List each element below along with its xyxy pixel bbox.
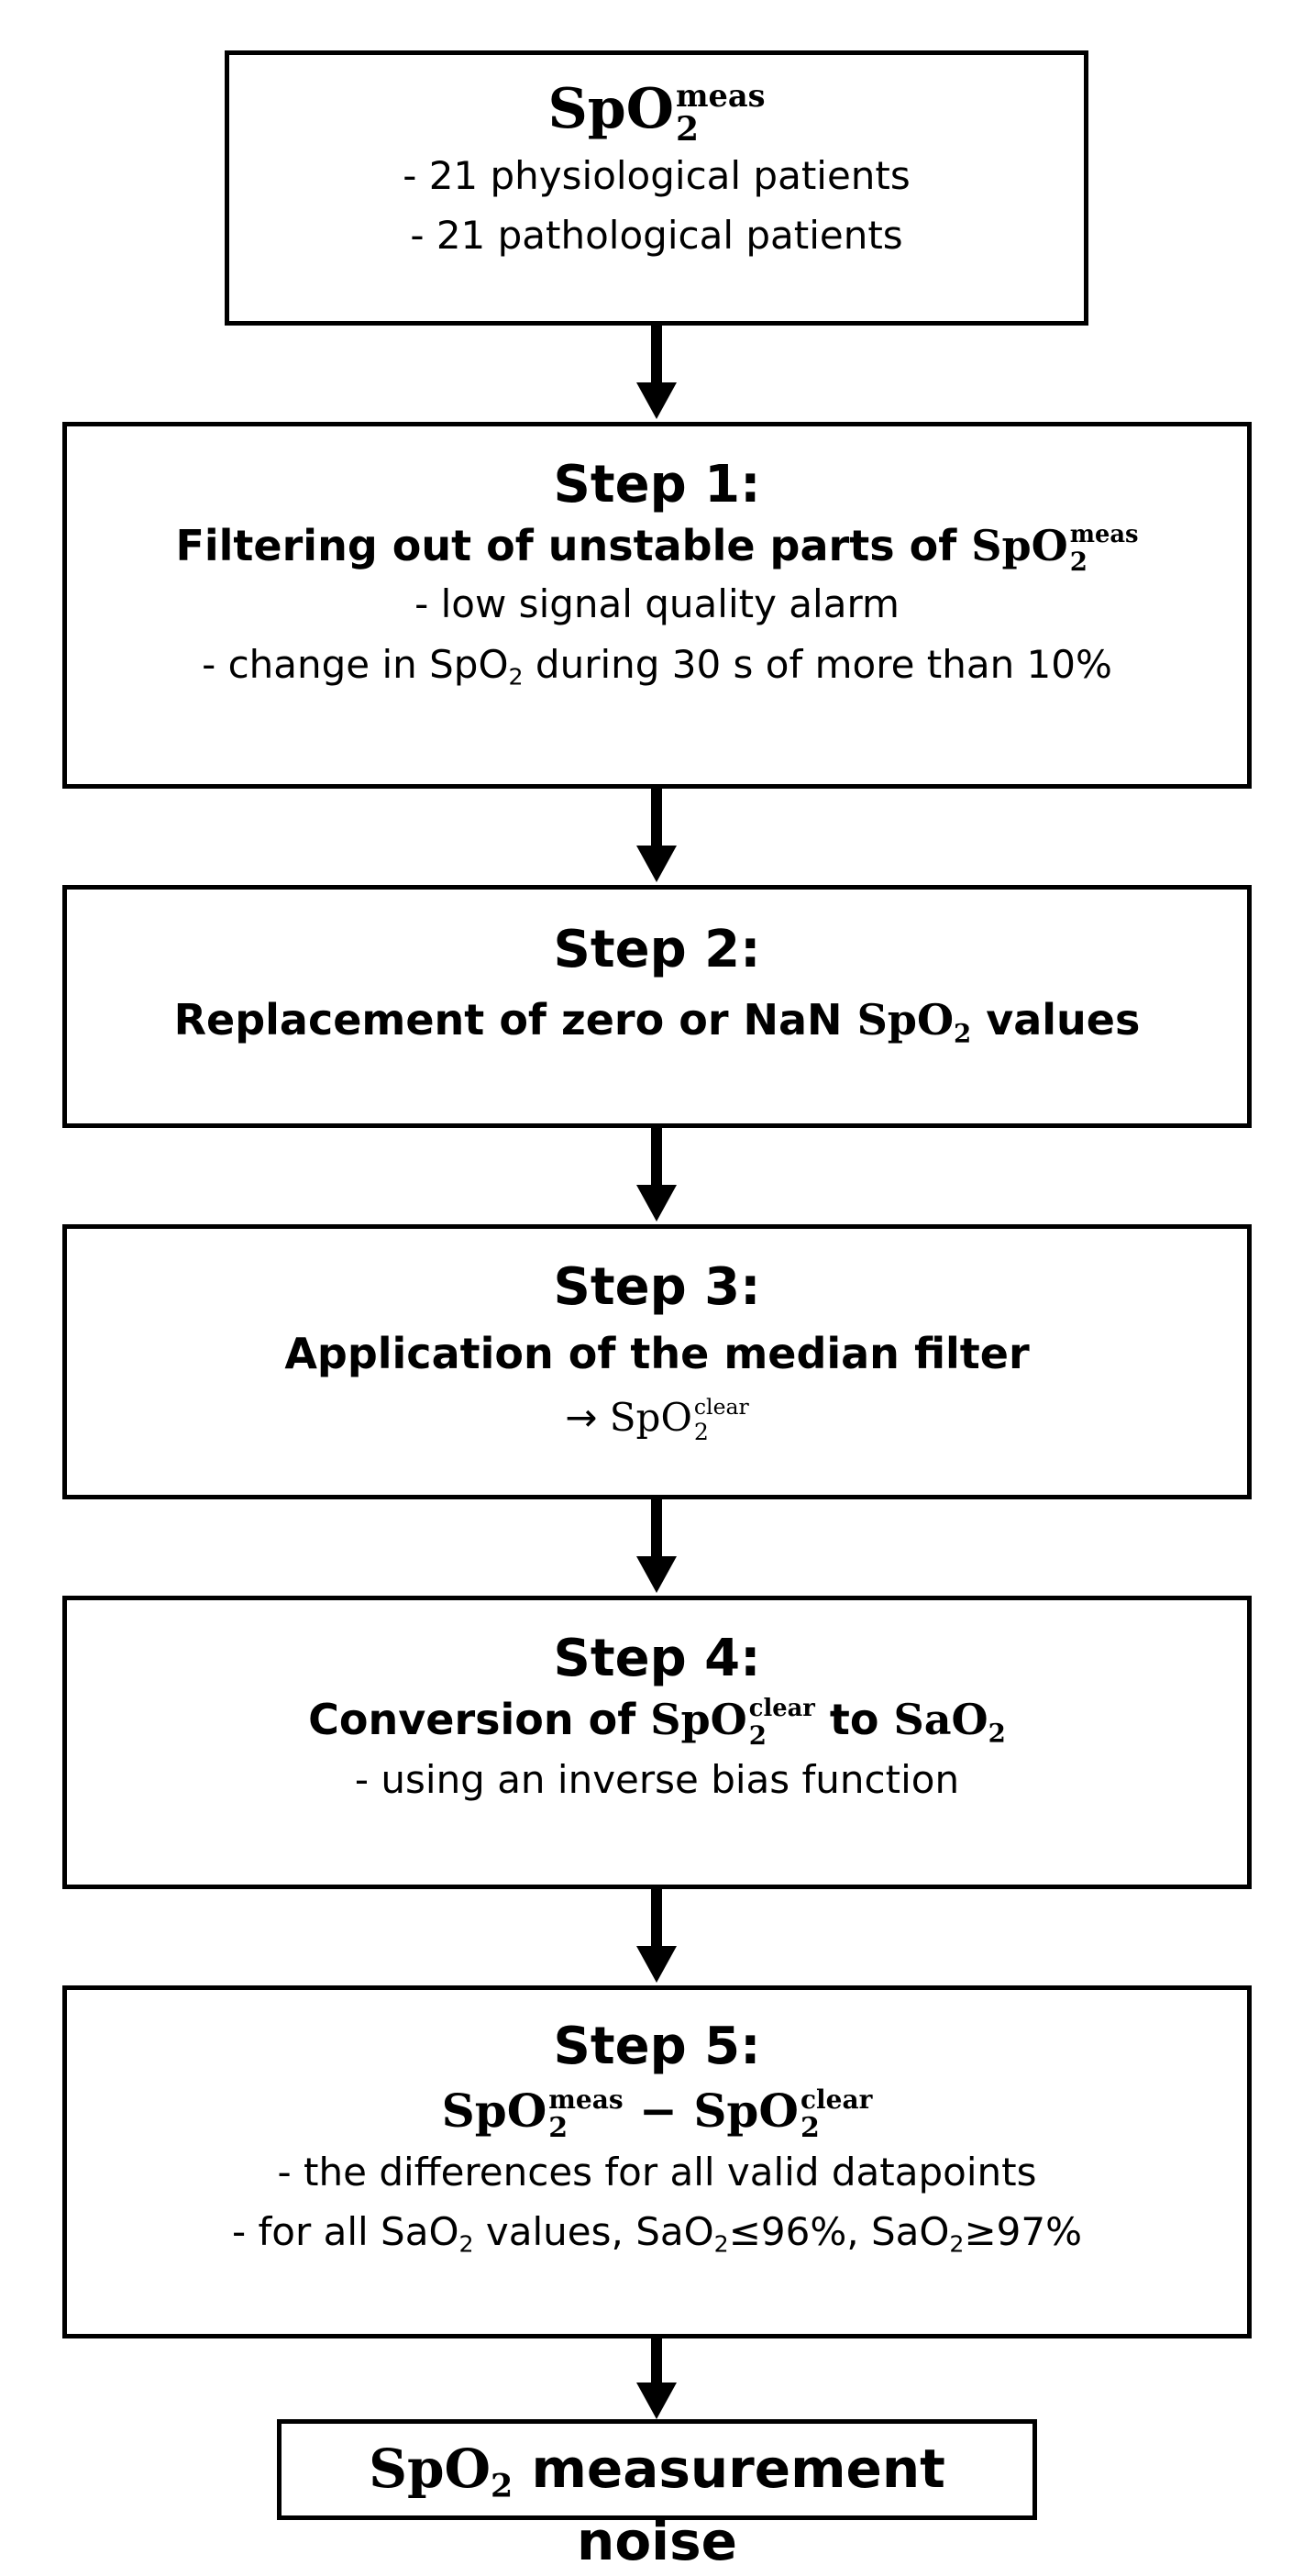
arrow-start-step1 (636, 326, 677, 419)
step2-title: Replacement of zero or NaN SpO2 values (173, 994, 1141, 1049)
arrow-step2-step3 (636, 1128, 677, 1222)
step5-bullet-1: - the differences for all valid datapoin… (277, 2149, 1037, 2195)
end-node: SpO2 measurement noise (277, 2419, 1037, 2572)
step1-bullet-1: - low signal quality alarm (414, 581, 900, 627)
step3-title: Application of the median filter (284, 1328, 1030, 1378)
arrow-step1-step2 (636, 789, 677, 882)
step2-heading: Step 2: (553, 920, 761, 979)
start-bullet-2: - 21 pathological patients (410, 213, 903, 259)
step4-bullet: - using an inverse bias function (354, 1756, 960, 1802)
arrow-step4-step5 (636, 1889, 677, 1983)
end-title: SpO2 measurement noise (369, 2438, 945, 2572)
step4-heading: Step 4: (553, 1629, 761, 1688)
step1-heading: Step 1: (553, 455, 761, 514)
step3-heading: Step 3: (553, 1257, 761, 1317)
step3-node: Step 3: Application of the median filter… (62, 1224, 1252, 1499)
step5-bullet-2: - for all SaO2 values, SaO2≤96%, SaO2≥97… (232, 2208, 1082, 2258)
step1-bullet-2: - change in SpO2 during 30 s of more tha… (202, 641, 1112, 691)
arrow-step3-step4 (636, 1499, 677, 1593)
step1-node: Step 1: Filtering out of unstable parts … (62, 422, 1252, 789)
start-bullet-1: - 21 physiological patients (403, 153, 911, 199)
step2-node: Step 2: Replacement of zero or NaN SpO2 … (62, 885, 1252, 1128)
step5-heading: Step 5: (553, 2017, 761, 2076)
arrow-step5-end (636, 2338, 677, 2419)
